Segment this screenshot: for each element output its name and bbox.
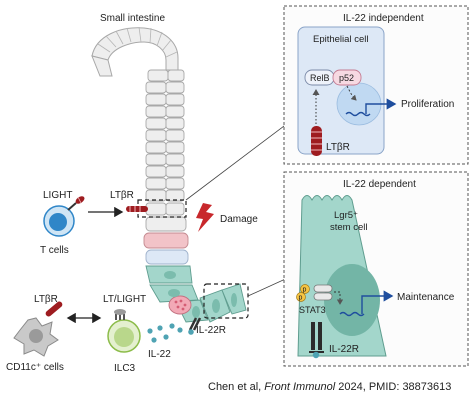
stat3-to-nucleus-arrow — [334, 291, 344, 305]
il22-independent-title: IL-22 independent — [343, 13, 424, 24]
ilc3-label: ILC3 — [114, 363, 136, 374]
ltbr-dc-label: LTβR — [34, 294, 58, 305]
cd11c-cell-icon — [13, 301, 63, 357]
light-label-tcell: LIGHT — [43, 190, 72, 201]
maintenance-label: Maintenance — [397, 292, 455, 303]
relb-label: RelB — [310, 73, 330, 83]
p52-label: p52 — [339, 73, 354, 83]
il22r-main-label: IL-22R — [196, 325, 226, 336]
il22-molecules — [147, 323, 183, 343]
dna-dependent-icon — [339, 311, 365, 317]
stat3-label: STAT3 — [299, 305, 326, 315]
lt-light-label: LT/LIGHT — [103, 294, 146, 305]
dna-independent-icon — [345, 111, 371, 117]
damage-lightning-icon — [196, 203, 214, 232]
il22-label: IL-22 — [148, 349, 171, 360]
villus-ltbr-label: LTβR — [110, 190, 134, 201]
panel-il22r-label: IL-22R — [329, 344, 359, 355]
phospho-label-1: p — [303, 287, 307, 294]
citation: Chen et al, Front Immunol 2024, PMID: 38… — [208, 381, 451, 393]
small-intestine-title: Small intestine — [100, 13, 165, 24]
stat3-dimer — [296, 284, 333, 302]
epithelial-cell-label: Epithelial cell — [313, 34, 368, 45]
p52-protein — [332, 69, 362, 86]
stem-cell-nucleus — [324, 264, 380, 336]
panel-il22r-receptor — [309, 322, 324, 359]
crypt-focus-box — [203, 283, 249, 319]
crypt-il22r-receptor — [188, 317, 202, 335]
proliferation-arrow — [365, 98, 397, 114]
stem-cell-label-1: Lgr5⁺ — [334, 210, 358, 221]
maintenance-arrow — [361, 290, 394, 314]
damage-label: Damage — [220, 214, 258, 225]
t-cells-label: T cells — [40, 245, 69, 256]
il22-dependent-title: IL-22 dependent — [343, 179, 416, 190]
proliferation-label: Proliferation — [401, 99, 454, 110]
intestine-villus — [91, 26, 247, 323]
panel-ltbr-label: LTβR — [326, 142, 350, 153]
t-cell-icon — [43, 196, 85, 237]
panel-ltbr-receptor — [311, 126, 322, 156]
stem-cell-label-2: stem cell — [330, 222, 367, 233]
phospho-label-2: p — [299, 295, 303, 302]
villus-ltbr-receptor — [126, 206, 148, 212]
cd11c-label: CD11c⁺ cells — [6, 362, 64, 373]
p52-to-nucleus-arrow — [346, 85, 357, 101]
ilc3-cell-icon — [107, 309, 141, 353]
